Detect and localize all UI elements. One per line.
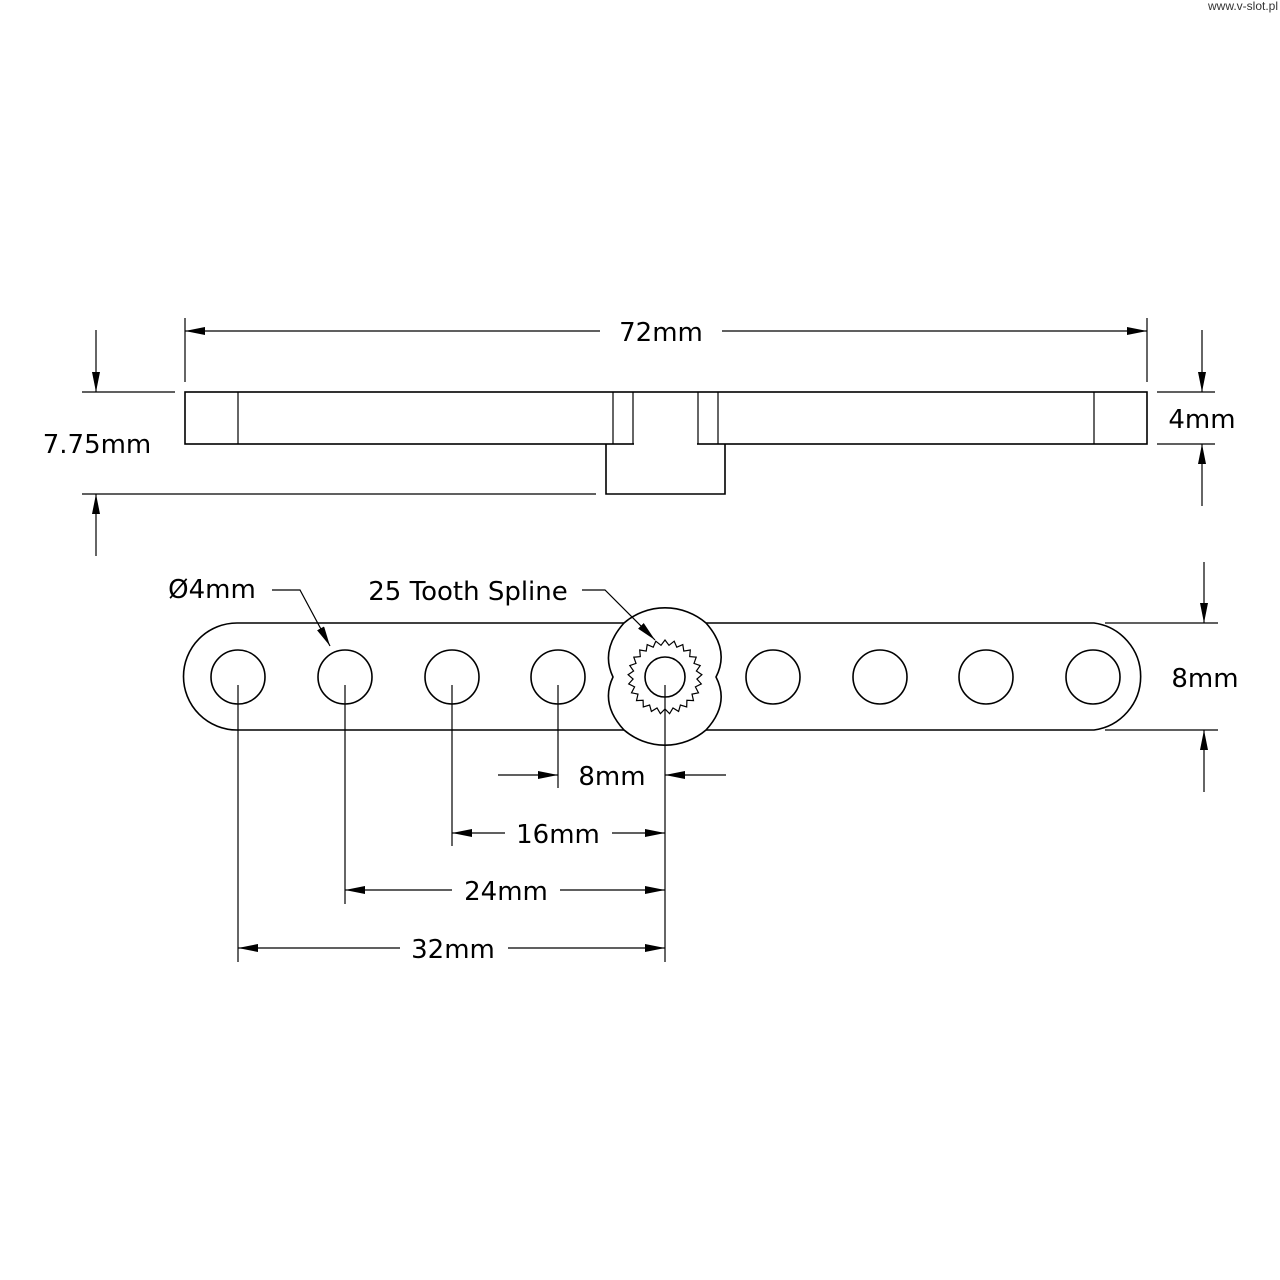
- watermark: www.v-slot.pl: [1207, 0, 1278, 13]
- dimension-overall-height: 7.75mm: [43, 330, 596, 556]
- dim-8mm-spacing: 8mm: [578, 762, 645, 792]
- side-view: [184, 391, 1148, 495]
- dim-24mm: 24mm: [464, 877, 548, 907]
- dimension-spacing-32: 32mm: [238, 935, 665, 965]
- arm-top-outline: [182, 622, 1142, 731]
- dim-72mm: 72mm: [619, 318, 703, 348]
- dim-hole-diameter: Ø4mm: [168, 575, 256, 605]
- dimension-arm-thickness: 4mm: [1157, 330, 1236, 506]
- dimension-overall-length: 72mm: [184, 318, 1148, 382]
- dimension-spacing-16: 16mm: [452, 820, 665, 850]
- top-view: [182, 607, 1142, 746]
- mounting-hole: [852, 649, 908, 705]
- extension-lines: [237, 685, 666, 962]
- dim-8mm-width: 8mm: [1171, 664, 1238, 694]
- mounting-hole: [745, 649, 801, 705]
- hub-outline: [607, 607, 722, 746]
- dimension-spline: 25 Tooth Spline: [368, 577, 656, 641]
- dimension-hole-diameter: Ø4mm: [168, 575, 331, 647]
- dimension-spacing-24: 24mm: [345, 877, 665, 907]
- dimension-spacing-8: 8mm: [498, 762, 726, 792]
- dim-4mm: 4mm: [1168, 405, 1235, 435]
- dim-spline: 25 Tooth Spline: [368, 577, 568, 607]
- mounting-hole: [1065, 649, 1121, 705]
- dim-32mm: 32mm: [411, 935, 495, 965]
- mounting-hole: [958, 649, 1014, 705]
- dim-7-75mm: 7.75mm: [43, 430, 152, 460]
- hub-side-outline: [605, 444, 726, 495]
- dimension-arm-width: 8mm: [1105, 562, 1239, 792]
- dim-16mm: 16mm: [516, 820, 600, 850]
